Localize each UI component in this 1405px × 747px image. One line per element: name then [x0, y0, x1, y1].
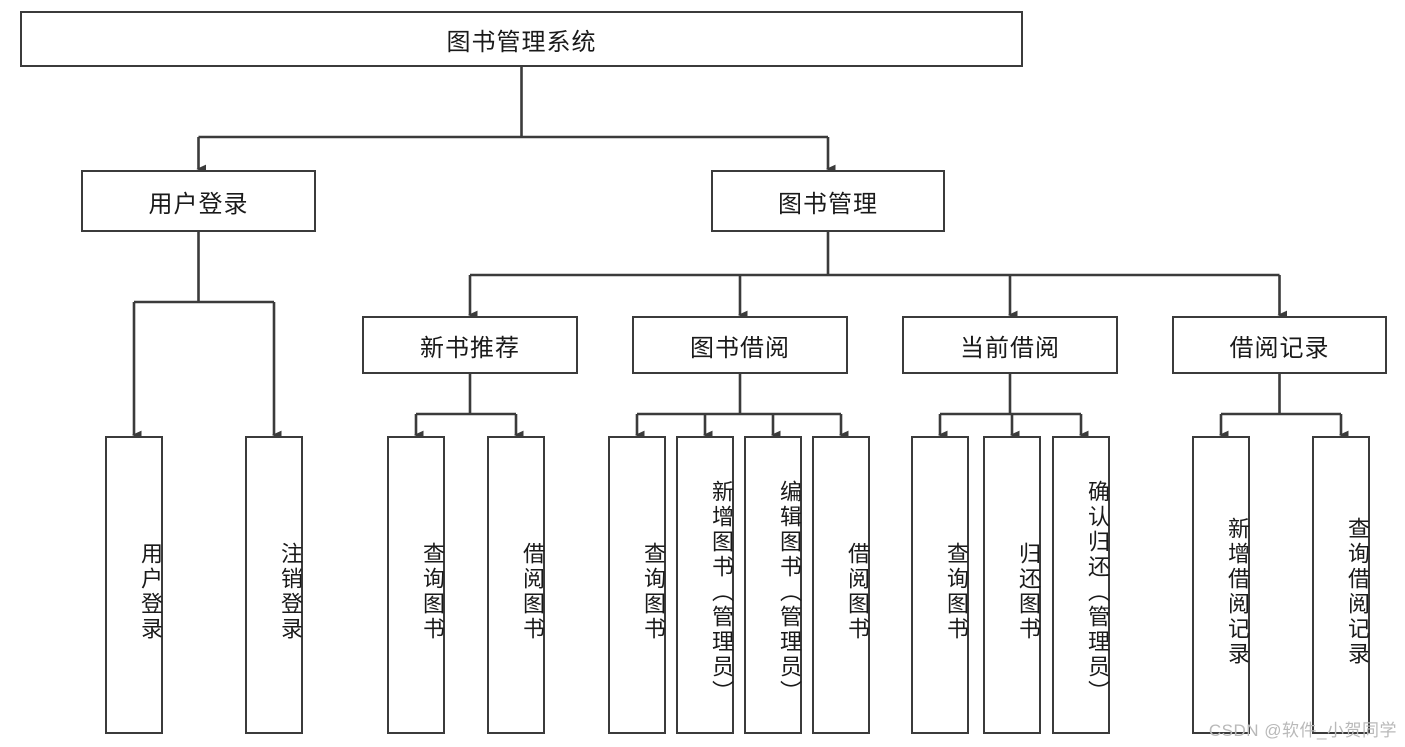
node-borrow-record: 借阅记录: [1172, 316, 1387, 374]
node-leaf-add-book-admin: 新增图书（管理员）: [676, 436, 734, 734]
node-label: 查询图书: [641, 542, 666, 642]
node-label: 新书推荐: [420, 334, 520, 362]
node-book-borrow: 图书借阅: [632, 316, 848, 374]
node-label: 借阅图书: [845, 542, 870, 642]
node-leaf-query-book-borrow: 查询图书: [608, 436, 666, 734]
node-root-book-management-system: 图书管理系统: [20, 11, 1023, 67]
node-leaf-borrow-book: 借阅图书: [812, 436, 870, 734]
node-label: 查询图书: [944, 542, 969, 642]
node-leaf-query-book-current: 查询图书: [911, 436, 969, 734]
node-user-login: 用户登录: [81, 170, 316, 232]
node-label: 当前借阅: [960, 334, 1060, 362]
node-leaf-return-book: 归还图书: [983, 436, 1041, 734]
node-label: 确认归还（管理员）: [1085, 479, 1110, 705]
node-label: 图书借阅: [690, 334, 790, 362]
node-leaf-user-login: 用户登录: [105, 436, 163, 734]
node-label: 图书管理系统: [446, 28, 597, 56]
node-label: 借阅记录: [1229, 334, 1330, 362]
node-label: 借阅图书: [520, 542, 545, 642]
node-label: 查询图书: [420, 542, 445, 642]
node-book-manage: 图书管理: [711, 170, 945, 232]
node-leaf-edit-book-admin: 编辑图书（管理员）: [744, 436, 802, 734]
node-label: 新增借阅记录: [1225, 517, 1250, 667]
node-label: 用户登录: [138, 542, 163, 642]
csdn-watermark: CSDN @软件_小贺同学: [1208, 721, 1397, 740]
node-new-book-recommend: 新书推荐: [362, 316, 578, 374]
node-label: 归还图书: [1016, 542, 1041, 642]
node-leaf-borrow-book-rec: 借阅图书: [487, 436, 545, 734]
node-label: 注销登录: [278, 542, 303, 642]
node-label: 用户登录: [148, 190, 249, 218]
node-leaf-add-borrow-record: 新增借阅记录: [1192, 436, 1250, 734]
node-label: 图书管理: [778, 190, 878, 218]
node-leaf-user-logout: 注销登录: [245, 436, 303, 734]
node-label: 编辑图书（管理员）: [777, 479, 802, 705]
node-leaf-query-book-rec: 查询图书: [387, 436, 445, 734]
node-label: 新增图书（管理员）: [709, 479, 734, 705]
node-label: 查询借阅记录: [1345, 517, 1370, 667]
node-current-borrow: 当前借阅: [902, 316, 1118, 374]
node-leaf-query-borrow-record: 查询借阅记录: [1312, 436, 1370, 734]
node-leaf-confirm-return: 确认归还（管理员）: [1052, 436, 1110, 734]
